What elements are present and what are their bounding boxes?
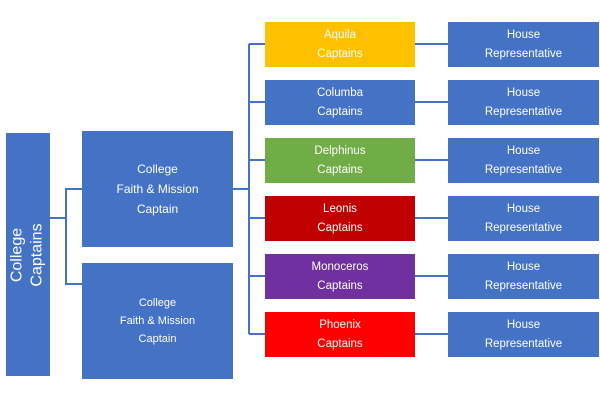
house-role: Captains bbox=[317, 105, 363, 118]
house-name: Monoceros bbox=[311, 260, 369, 273]
house-name: Delphinus bbox=[314, 144, 366, 157]
role-line3: Captain bbox=[138, 333, 177, 345]
rep-line1: House bbox=[506, 86, 541, 99]
house-box-leonis: Leonis Captains bbox=[265, 196, 415, 241]
role-line2: Faith & Mission bbox=[119, 315, 196, 327]
connector-root-to-roles bbox=[50, 188, 82, 285]
rep-line2: Representative bbox=[484, 47, 563, 60]
house-representative-box-leonis: House Representative bbox=[448, 196, 599, 241]
house-role: Captains bbox=[317, 221, 363, 234]
rep-line1: House bbox=[506, 144, 541, 157]
house-representative-box-aquila: House Representative bbox=[448, 22, 599, 67]
house-name: Leonis bbox=[323, 202, 357, 215]
faith-mission-captain-box-1: College Faith & Mission Captain bbox=[82, 131, 233, 247]
role-line1: College bbox=[138, 297, 177, 309]
house-representative-box-monoceros: House Representative bbox=[448, 254, 599, 299]
house-box-phoenix: Phoenix Captains bbox=[265, 312, 415, 357]
house-box-aquila: Aquila Captains bbox=[265, 22, 415, 67]
role-line3: Captain bbox=[136, 202, 179, 216]
rep-line2: Representative bbox=[484, 221, 563, 234]
rep-line1: House bbox=[506, 260, 541, 273]
rep-line1: House bbox=[506, 202, 541, 215]
house-name: Aquila bbox=[324, 28, 356, 41]
house-role: Captains bbox=[317, 279, 363, 292]
house-name: Columba bbox=[316, 86, 364, 99]
house-representative-box-columba: House Representative bbox=[448, 80, 599, 125]
house-representative-box-delphinus: House Representative bbox=[448, 138, 599, 183]
rep-line2: Representative bbox=[484, 105, 563, 118]
house-role: Captains bbox=[317, 47, 363, 60]
house-box-columba: Columba Captains bbox=[265, 80, 415, 125]
role-line2: Faith & Mission bbox=[116, 182, 199, 196]
rep-line1: House bbox=[506, 28, 541, 41]
rep-line2: Representative bbox=[484, 337, 563, 350]
house-name: Phoenix bbox=[319, 318, 361, 331]
rep-line2: Representative bbox=[484, 163, 563, 176]
faith-mission-captain-box-2: College Faith & Mission Captain bbox=[82, 263, 233, 379]
house-box-monoceros: Monoceros Captains bbox=[265, 254, 415, 299]
rep-line1: House bbox=[506, 318, 541, 331]
house-role: Captains bbox=[317, 337, 363, 350]
house-representative-box-phoenix: House Representative bbox=[448, 312, 599, 357]
college-captains-label: College Captains bbox=[9, 222, 46, 287]
role-line1: College bbox=[137, 162, 178, 176]
college-captains-box: College Captains bbox=[6, 133, 50, 376]
rep-line2: Representative bbox=[484, 279, 563, 292]
house-role: Captains bbox=[317, 163, 363, 176]
house-box-delphinus: Delphinus Captains bbox=[265, 138, 415, 183]
